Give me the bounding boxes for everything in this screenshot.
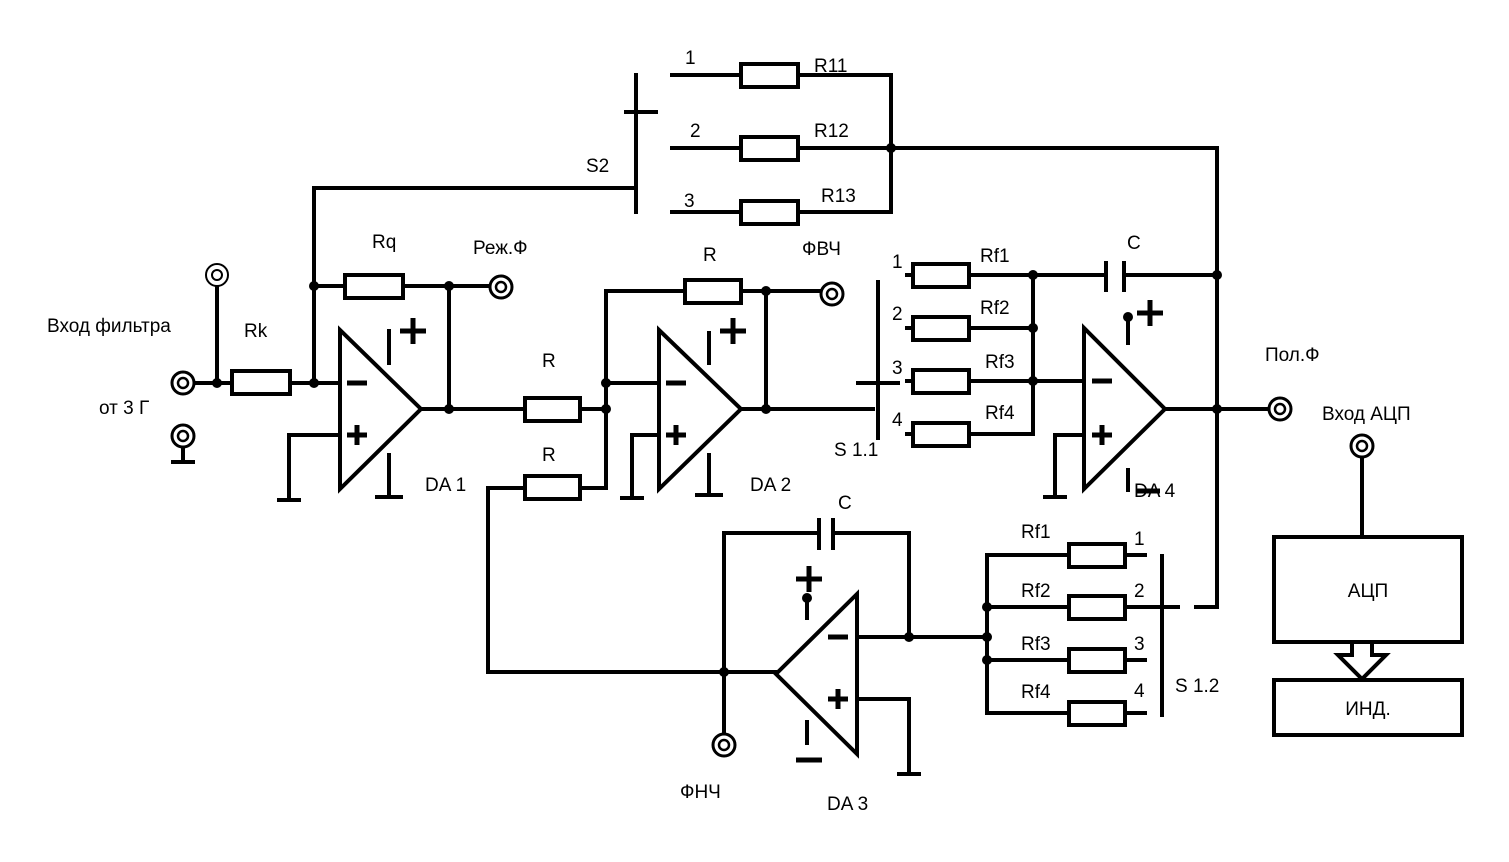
rf4-bottom-label: Rf4 xyxy=(1021,682,1051,703)
connector-jacks xyxy=(170,263,1375,758)
rk-label: Rk xyxy=(244,321,268,342)
r-label-a: R xyxy=(542,351,556,372)
jack-test-point-icon xyxy=(205,263,229,287)
switch-s1-2 xyxy=(1138,554,1180,717)
adc-block: АЦП xyxy=(1272,535,1464,644)
rf3-top-label: Rf3 xyxy=(985,352,1015,373)
s11-position-2: 2 xyxy=(892,304,903,325)
opamp-da1 xyxy=(338,318,426,494)
s11-position-1: 1 xyxy=(892,252,903,273)
wires xyxy=(171,73,1364,776)
da2-label: DA 2 xyxy=(750,475,791,496)
rf4-top-label: Rf4 xyxy=(985,403,1015,424)
lpf-output-label: ФНЧ xyxy=(680,782,721,803)
jack-notch-output-icon xyxy=(488,274,514,300)
s2-position-1: 1 xyxy=(685,48,696,69)
notch-output-label: Реж.Ф xyxy=(473,238,528,259)
opamp-da3 xyxy=(773,566,859,763)
s2-position-2: 2 xyxy=(690,121,701,142)
resistor-rf4-bottom xyxy=(1067,700,1127,727)
resistor-rf2-top xyxy=(911,315,971,342)
rf1-top-label: Rf1 xyxy=(980,246,1010,267)
indicator-block-label: ИНД. xyxy=(1345,699,1391,720)
indicator-block: ИНД. xyxy=(1272,678,1464,737)
filter-input-label: Вход фильтра xyxy=(47,316,171,337)
s11-position-3: 3 xyxy=(892,358,903,379)
resistor-r11 xyxy=(739,62,800,89)
s12-position-2: 2 xyxy=(1134,581,1145,602)
junction-dots xyxy=(212,143,1222,677)
rf1-bottom-label: Rf1 xyxy=(1021,522,1051,543)
hpf-output-label: ФВЧ xyxy=(802,239,841,260)
s2-label: S2 xyxy=(586,156,609,177)
rf3-bottom-label: Rf3 xyxy=(1021,634,1051,655)
s2-position-3: 3 xyxy=(684,191,695,212)
s11-position-4: 4 xyxy=(892,410,903,431)
r11-label: R11 xyxy=(814,56,847,77)
rf2-bottom-label: Rf2 xyxy=(1021,581,1051,602)
resistor-rf4-top xyxy=(911,421,971,448)
capacitor-bottom xyxy=(817,518,835,550)
r-label-b: R xyxy=(542,445,556,466)
resistor-rf3-top xyxy=(911,368,971,395)
da1-label: DA 1 xyxy=(425,475,466,496)
r12-label: R12 xyxy=(814,121,849,142)
resistor-r-feedback xyxy=(523,474,582,501)
s11-label: S 1.1 xyxy=(834,440,878,461)
da3-label: DA 3 xyxy=(827,794,868,815)
s12-position-4: 4 xyxy=(1134,681,1145,702)
resistor-rq xyxy=(343,273,405,300)
capacitor-top xyxy=(1104,261,1126,292)
rf2-top-label: Rf2 xyxy=(980,298,1010,319)
resistor-rf1-bottom xyxy=(1067,542,1127,569)
r13-label: R13 xyxy=(821,186,856,207)
resistor-r12 xyxy=(739,135,800,162)
rq-label: Rq xyxy=(372,232,396,253)
resistor-rf2-bottom xyxy=(1067,594,1127,621)
text-labels: Вход фильтра от 3 Г Rk Rq Реж.Ф R R R ФВ… xyxy=(47,48,1411,815)
jack-adc-input-icon xyxy=(1349,433,1375,459)
resistor-rk xyxy=(230,369,292,396)
resistor-r-da2 xyxy=(683,278,743,305)
opamp-da2 xyxy=(657,318,746,494)
jack-lpf-output-icon xyxy=(711,732,737,758)
resistor-rf3-bottom xyxy=(1067,647,1127,674)
adc-block-label: АЦП xyxy=(1348,581,1388,602)
bandpass-output-label: Пол.Ф xyxy=(1265,345,1320,366)
adc-to-indicator-arrow-icon xyxy=(1333,640,1391,682)
jack-filter-input-icon xyxy=(170,370,196,396)
switch-s2 xyxy=(624,73,658,214)
da4-label: DA 4 xyxy=(1134,481,1176,502)
c-top-label: C xyxy=(1127,233,1141,254)
jack-hpf-output-icon xyxy=(819,281,845,307)
from-generator-label: от 3 Г xyxy=(99,398,149,419)
switch-s1-1 xyxy=(856,280,900,440)
opamp-da4 xyxy=(1082,300,1168,494)
r-label-c: R xyxy=(703,245,717,266)
s12-position-3: 3 xyxy=(1134,634,1145,655)
c-bottom-label: C xyxy=(838,493,852,514)
resistor-r-da1 xyxy=(523,396,582,423)
jack-bandpass-output-icon xyxy=(1267,396,1293,422)
adc-input-label: Вход АЦП xyxy=(1322,404,1411,425)
resistor-rf1-top xyxy=(911,262,971,289)
resistors xyxy=(230,62,1127,727)
resistor-r13 xyxy=(739,199,800,226)
s12-position-1: 1 xyxy=(1134,529,1145,550)
s12-label: S 1.2 xyxy=(1175,676,1219,697)
jack-ground-icon xyxy=(170,423,196,449)
